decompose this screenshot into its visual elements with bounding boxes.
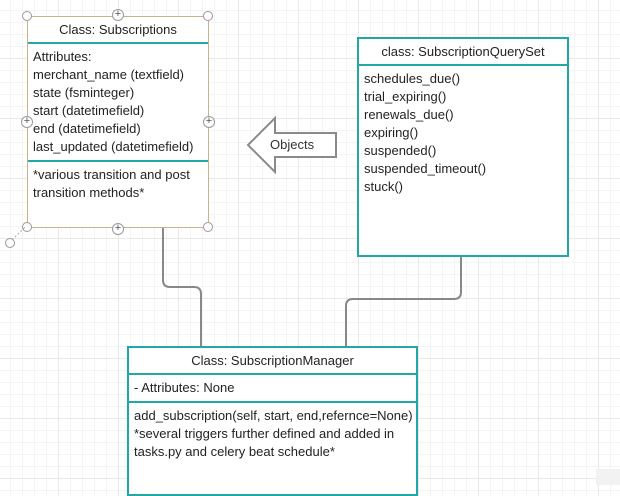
- add-connector-bottom-icon[interactable]: +: [112, 223, 124, 235]
- method-row: trial_expiring(): [364, 89, 447, 104]
- method-row: stuck(): [364, 179, 403, 194]
- attribute-row: last_updated (datetimefield): [33, 139, 194, 154]
- connector-subscriptions-to-manager[interactable]: [162, 228, 202, 346]
- method-row: suspended_timeout(): [364, 161, 487, 176]
- attribute-row: state (fsminteger): [33, 85, 135, 100]
- objects-arrow-label: Objects: [270, 137, 315, 152]
- method-row: *several triggers further defined and ad…: [134, 426, 395, 441]
- canvas-corner: [596, 469, 620, 485]
- method-row: renewals_due(): [364, 107, 454, 122]
- rotate-handle[interactable]: [5, 238, 15, 248]
- class-subscriptions-attributes: Attributes: merchant_name (textfield) st…: [28, 44, 208, 162]
- resize-handle-bottom-left[interactable]: [22, 222, 32, 232]
- class-subscriptions-methods: *various transition and post transition …: [28, 162, 208, 206]
- attribute-row: merchant_name (textfield): [33, 67, 185, 82]
- class-manager-title: Class: SubscriptionManager: [129, 348, 416, 375]
- connectors-layer: [162, 115, 462, 346]
- resize-handle-top-right[interactable]: [203, 11, 213, 21]
- rotate-handle-link: [11, 226, 26, 241]
- add-connector-left-icon[interactable]: +: [21, 116, 33, 128]
- method-row: schedules_due(): [364, 71, 461, 86]
- class-queryset-methods: schedules_due() trial_expiring() renewal…: [359, 66, 567, 200]
- class-queryset-title: class: SubscriptionQuerySet: [359, 39, 567, 66]
- attribute-row: end (datetimefield): [33, 121, 141, 136]
- add-connector-right-icon[interactable]: +: [203, 116, 215, 128]
- resize-handle-bottom-right[interactable]: [203, 222, 213, 232]
- method-row: *various transition and post: [33, 167, 190, 182]
- method-row: suspended(): [364, 143, 437, 158]
- class-manager-attributes: - Attributes: None: [129, 375, 416, 403]
- attribute-row: Attributes:: [33, 49, 92, 64]
- class-subscription-queryset[interactable]: class: SubscriptionQuerySet schedules_du…: [357, 37, 569, 257]
- class-manager-methods: add_subscription(self, start, end,refern…: [129, 403, 416, 465]
- method-row: expiring(): [364, 125, 419, 140]
- method-row: tasks.py and celery beat schedule*: [134, 444, 335, 459]
- class-subscriptions[interactable]: Class: Subscriptions Attributes: merchan…: [27, 16, 209, 228]
- attribute-row: start (datetimefield): [33, 103, 145, 118]
- class-subscriptions-title: Class: Subscriptions: [28, 17, 208, 44]
- method-row: add_subscription(self, start, end,refern…: [134, 408, 413, 423]
- class-subscription-manager[interactable]: Class: SubscriptionManager - Attributes:…: [127, 346, 418, 496]
- connector-queryset-to-manager[interactable]: [345, 257, 462, 346]
- add-connector-top-icon[interactable]: +: [112, 9, 124, 21]
- method-row: transition methods*: [33, 185, 145, 200]
- objects-arrow[interactable]: [246, 115, 337, 175]
- resize-handle-top-left[interactable]: [22, 11, 32, 21]
- attribute-row: - Attributes: None: [134, 380, 235, 395]
